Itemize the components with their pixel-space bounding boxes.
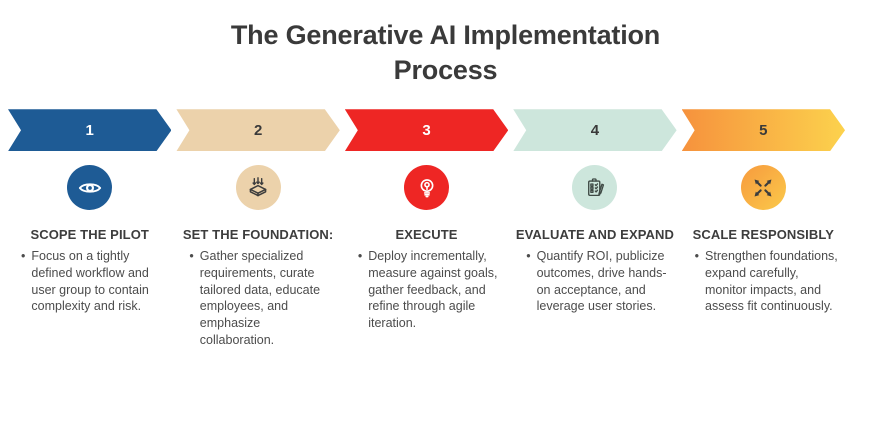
step-number: 1	[85, 121, 94, 139]
page-title-line2: Process	[393, 55, 498, 86]
step4-bullet: • Quantify ROI, publicize outcomes, drive…	[526, 248, 676, 315]
step3-heading: EXECUTE	[395, 227, 458, 243]
step-column-1: SCOPE THE PILOT • Focus on a tightly defi…	[8, 165, 171, 349]
arrow-step-2: 2	[176, 109, 339, 151]
step5-bullet: • Strengthen foundations, expand carefull…	[695, 248, 845, 315]
step5-heading: SCALE RESPONSIBLY	[692, 227, 835, 243]
step-number: 5	[759, 121, 768, 139]
step4-bullet-text: Quantify ROI, publicize outcomes, drive …	[536, 249, 667, 314]
step3-icon-badge	[404, 165, 450, 211]
bullet-marker: •	[21, 249, 26, 264]
step5-bullet-text: Strengthen foundations, expand carefully…	[705, 249, 838, 314]
step2-icon-badge	[235, 165, 281, 211]
step1-bullet-text: Focus on a tightly defined workflow and …	[31, 249, 149, 314]
foundation-layers-icon	[249, 176, 267, 197]
step-column-3: EXECUTE • Deploy incrementally, measure a…	[345, 165, 508, 349]
step-number: 4	[590, 121, 600, 139]
arrow-step-1: 1	[8, 109, 171, 151]
bullet-marker: •	[694, 249, 700, 264]
lightbulb-icon	[420, 178, 433, 198]
step1-heading: SCOPE THE PILOT	[30, 227, 149, 243]
arrow-step-4: 4	[513, 109, 676, 151]
step3-bullet: • Deploy incrementally, measure against g…	[358, 248, 508, 332]
step3-bullet-text: Deploy incrementally, measure against go…	[368, 249, 498, 331]
step1-icon-badge	[67, 165, 113, 211]
step-column-2: SET THE FOUNDATION: • Gather specialized …	[176, 165, 339, 349]
step4-heading: EVALUATE AND EXPAND	[515, 227, 674, 243]
step-columns: SCOPE THE PILOT • Focus on a tightly defi…	[8, 165, 845, 349]
step2-bullet-text: Gather specialized requirements, curate …	[199, 249, 321, 347]
step5-icon-badge	[740, 165, 786, 211]
arrow-step-3: 3	[345, 109, 508, 151]
bullet-marker: •	[526, 249, 531, 264]
step1-bullet: • Focus on a tightly defined workflow and…	[21, 248, 171, 315]
bullet-marker: •	[189, 249, 194, 264]
clipboard-checklist-icon	[587, 178, 605, 196]
step-column-4: EVALUATE AND EXPAND • Quantify ROI, publi…	[513, 165, 676, 349]
arrow-step-5: 5	[682, 109, 845, 151]
step-number: 2	[253, 121, 263, 139]
step2-bullet: • Gather specialized requirements, curate…	[189, 248, 339, 349]
step2-heading: SET THE FOUNDATION:	[182, 227, 334, 243]
expand-arrows-icon	[754, 179, 772, 197]
bullet-marker: •	[357, 249, 363, 264]
step-column-5: SCALE RESPONSIBLY • Strengthen foundation…	[682, 165, 845, 349]
page-title-line1: The Generative AI Implementation	[230, 20, 661, 50]
step4-icon-badge	[572, 165, 618, 211]
eye-icon	[78, 183, 101, 193]
process-arrow-band: 1 2 3 4 5	[8, 109, 845, 151]
step-number: 3	[422, 121, 431, 139]
